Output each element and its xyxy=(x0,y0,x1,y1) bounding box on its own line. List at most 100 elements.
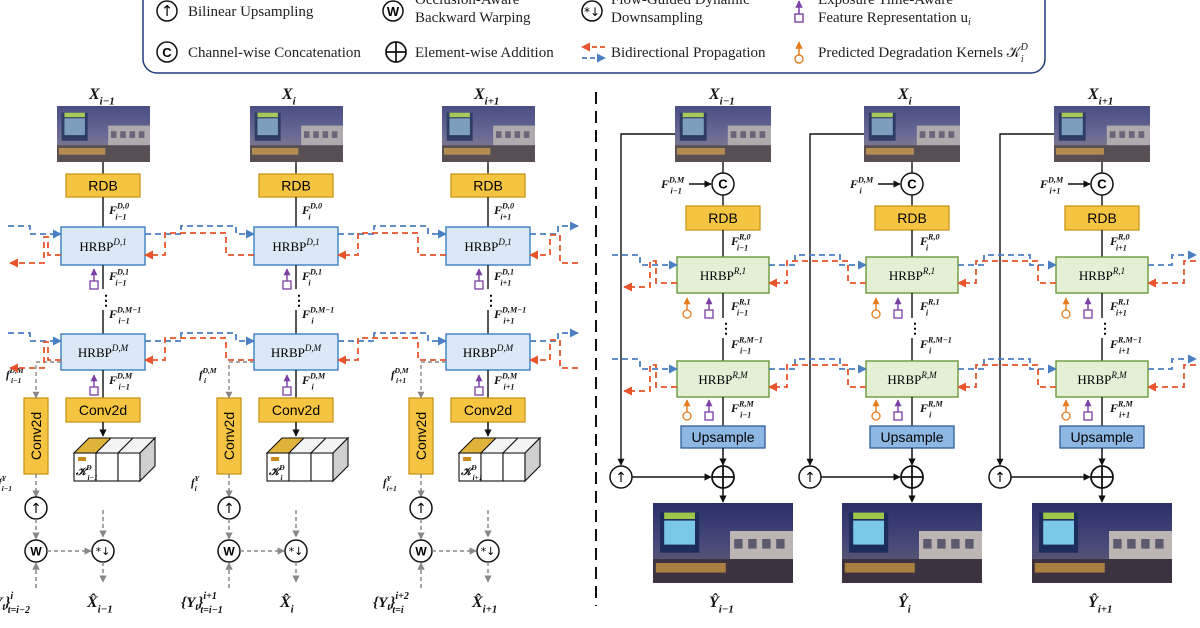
left-f0-2-sup: D,0 xyxy=(501,202,514,211)
right-fwd-in-0 xyxy=(612,254,678,270)
right-skip-line-2 xyxy=(996,133,1054,466)
right-skip-line-0 xyxy=(617,133,675,466)
right-input-frame-1-sign xyxy=(871,112,893,118)
right-f1-1-sub: i xyxy=(926,308,929,317)
right-fwd-out-0 xyxy=(1148,250,1197,266)
right-hrbp1-2-label-sup: R,1 xyxy=(1112,266,1125,276)
right-add-node-2 xyxy=(1090,465,1114,489)
left-up-node-0-glyph: ↑ xyxy=(30,501,42,517)
left-kernel-cube-0-label-sub: i−1 xyxy=(87,473,97,482)
upsample-symbol: ↑ xyxy=(161,2,174,20)
left-fm1-1-sup: D,M−1 xyxy=(309,306,334,315)
left-fwd-0-0 xyxy=(145,225,255,239)
right-hrbpm-2-rect xyxy=(1055,360,1149,398)
legend-exp-line2: Feature Representation ui xyxy=(818,10,971,28)
left-input-frame-2-lights xyxy=(443,148,491,155)
left-input-frame-2-window xyxy=(495,131,502,138)
legend-concat: Channel-wise Concatenation xyxy=(188,45,361,61)
right-output-frame-1-window xyxy=(937,539,946,549)
right-output-frame-0-window xyxy=(734,539,743,549)
right-concat-node-2-glyph: C xyxy=(1097,177,1107,192)
left-f0-0-sup: D,0 xyxy=(116,202,129,211)
left-conv-1-label: Conv2d xyxy=(272,402,320,418)
right-bwd-in-1 xyxy=(1147,364,1196,392)
right-upsample-0: Upsample xyxy=(680,425,766,449)
right-f0-2-base: F xyxy=(1109,234,1118,248)
legend-warp-line2: Backward Warping xyxy=(415,10,531,26)
right-input-frame-1-window xyxy=(919,131,926,138)
left-fm-2-base: F xyxy=(493,373,502,387)
left-hrbpm-2: HRBPD,M xyxy=(445,333,531,371)
right-output-frame-0-screen xyxy=(664,520,695,545)
left-input-frame-2-blur xyxy=(442,106,535,162)
right-input-frame-2 xyxy=(1054,106,1150,162)
left-x-out-0-base: X̂ xyxy=(86,592,98,611)
left-side-link-2 xyxy=(417,361,446,399)
left-x-out-0-sub: i−1 xyxy=(98,604,113,616)
right-add-node-0 xyxy=(711,465,735,489)
left-fdm-small-0-base: f xyxy=(6,369,11,381)
right-y-out-1-sub: i xyxy=(908,604,911,616)
left-up-node-1: ↑ xyxy=(217,496,241,520)
left-input-frame-2-screen xyxy=(449,118,470,136)
left-f1-2-sup: D,1 xyxy=(501,268,514,277)
right-hrbpm-1: HRBPR,M xyxy=(865,360,959,398)
right-up-node-2-glyph: ↑ xyxy=(994,470,1006,486)
left-conv-0-label: Conv2d xyxy=(79,402,127,418)
left-input-frame-2-window xyxy=(514,131,521,138)
right-fm1-1-base: F xyxy=(919,337,928,351)
left-hrbpm-1-label-base: HRBP xyxy=(271,345,305,360)
right-input-frame-0-window xyxy=(749,131,756,138)
left-fm1-0-sub: i−1 xyxy=(118,316,129,325)
right-hrbp1-2-label-base: HRBP xyxy=(1079,268,1113,283)
right-x-title-0-sub: i−1 xyxy=(720,96,735,108)
right-f0-1-base: F xyxy=(919,234,928,248)
left-fm-1-sup: D,M xyxy=(309,372,326,381)
left-input-frame-2-sign xyxy=(449,112,470,118)
right-hrbp1-1: HRBPR,1 xyxy=(865,256,959,294)
left-conv-2-label: Conv2d xyxy=(464,402,512,418)
left-kernel-cube-0-highlight xyxy=(78,457,86,461)
left-x-out-1-sub: i xyxy=(291,604,294,616)
right-output-frame-0-window xyxy=(762,539,771,549)
right-kern2-2-dot xyxy=(1061,411,1071,421)
right-fm1-2-base: F xyxy=(1109,337,1118,351)
right-kern1-1-dot xyxy=(871,309,881,319)
left-bwd-in-0 xyxy=(529,234,578,264)
left-kernel-cube-2-label-sup: D xyxy=(470,463,477,472)
left-input-frame-0-lights xyxy=(58,148,106,155)
left-x-out-2: X̂i+1 xyxy=(471,592,497,615)
left-input-frame-1-blur xyxy=(250,106,343,162)
right-output-frame-1 xyxy=(842,503,982,583)
left-hrbp1-0: HRBPD,1 xyxy=(60,226,146,266)
left-downsample-node-1-glyph: *↓ xyxy=(289,545,304,558)
left-fm1-2-sup: D,M−1 xyxy=(501,306,526,315)
right-fdm-2-sup: D,M xyxy=(1047,176,1064,185)
legend-warp-line1: Occlusion-Aware xyxy=(415,0,520,8)
left-hrbpm-1: HRBPD,M xyxy=(253,333,339,371)
left-side-conv-label-1: Conv2d xyxy=(221,412,237,460)
right-concat-node-0: C xyxy=(711,172,735,196)
left-fdm-small-2-sup: D,M xyxy=(394,366,409,375)
left-fdm-small-2-base: f xyxy=(391,369,396,381)
left-x-out-1-base: X̂ xyxy=(279,592,291,611)
left-kernel-cube-1-side xyxy=(332,436,349,483)
left-input-frame-0-sign xyxy=(64,112,85,118)
left-exp2-1 xyxy=(282,374,292,396)
left-kernel-cube-2-label-sub: i+1 xyxy=(472,473,482,482)
right-fm-1-sup: R,M xyxy=(927,400,943,409)
left-rdb-0-label: RDB xyxy=(88,178,118,194)
left-input-frame-0-window xyxy=(129,131,136,138)
